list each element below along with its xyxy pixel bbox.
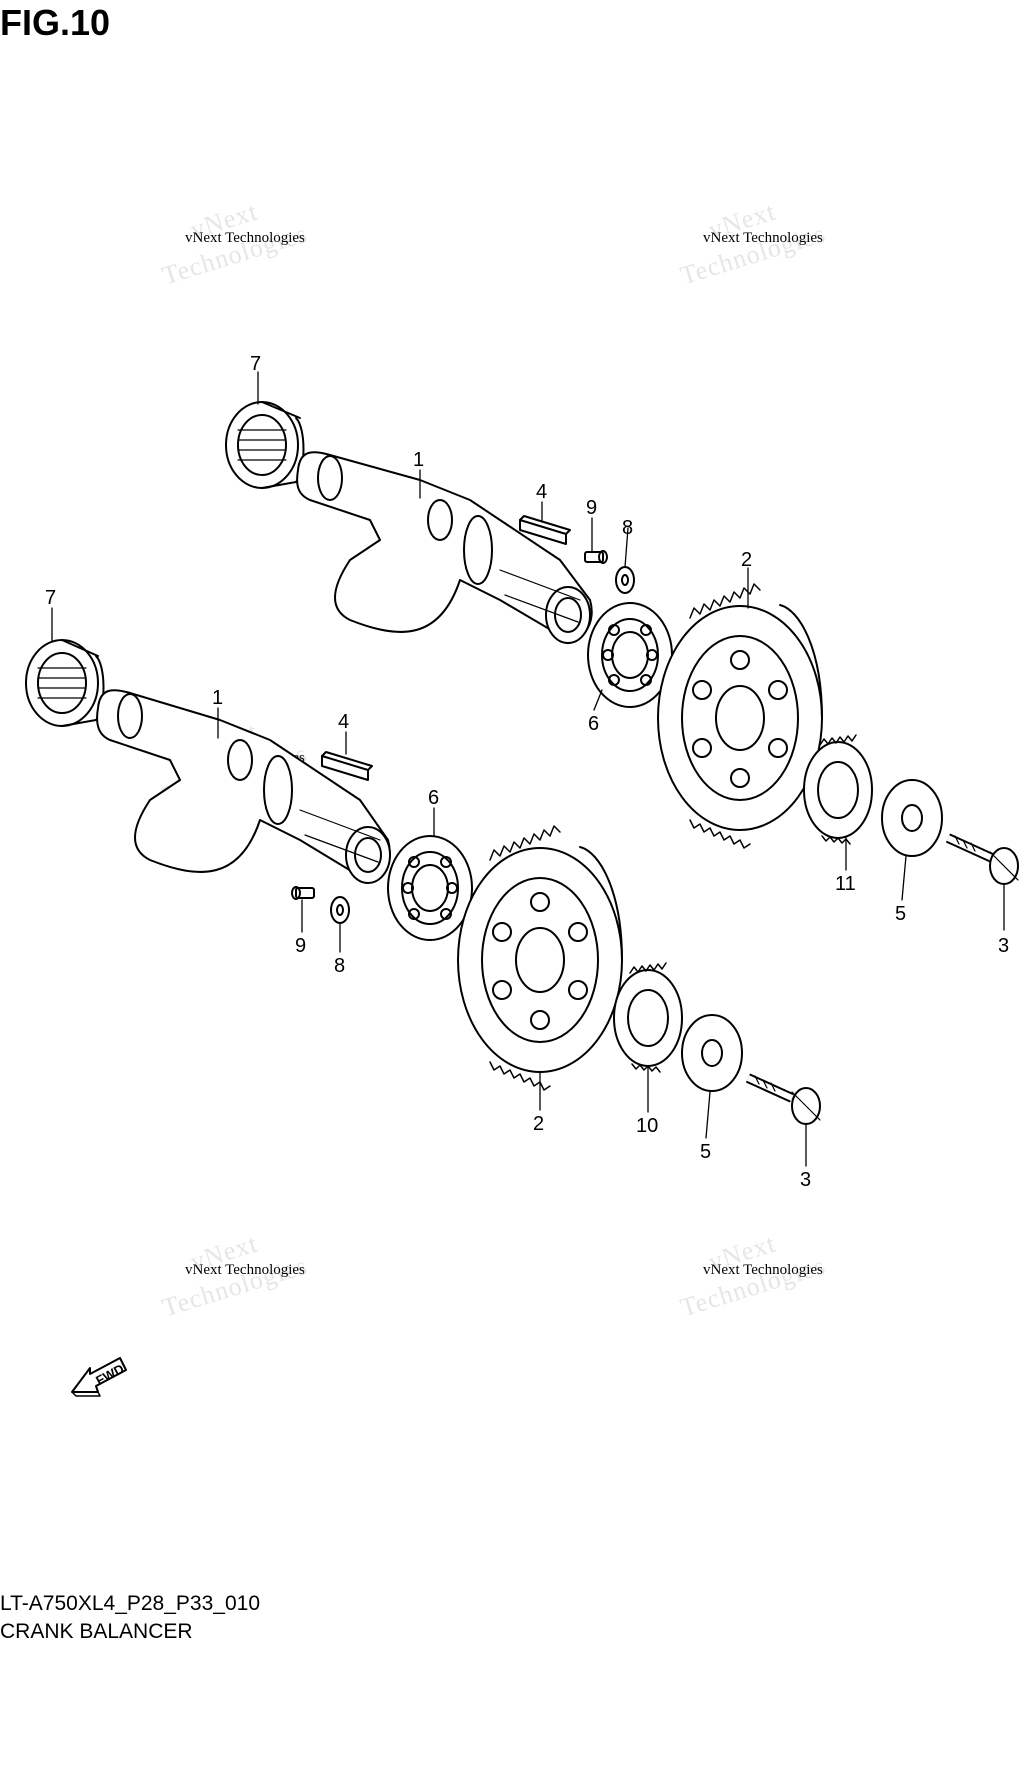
callout-1-lower: 1 [212, 687, 223, 709]
needle-bearing-upper [225, 401, 305, 489]
small-gear-10 [613, 962, 683, 1073]
balancer-shaft-lower [96, 689, 391, 884]
key-lower [321, 751, 373, 781]
callout-5-upper: 5 [895, 903, 906, 925]
callout-4-upper: 4 [536, 481, 547, 503]
lock-washer-lower [330, 896, 350, 924]
callout-1-upper: 1 [413, 449, 424, 471]
callout-6-upper: 6 [588, 713, 599, 735]
ball-bearing-lower [387, 835, 473, 941]
lock-washer-upper [615, 566, 635, 594]
diagram-subtitle: CRANK BALANCER [0, 1620, 193, 1643]
callout-8-lower: 8 [334, 955, 345, 977]
callout-3-upper: 3 [998, 935, 1009, 957]
callout-7-upper: 7 [250, 353, 261, 375]
callout-9-upper: 9 [586, 497, 597, 519]
callout-11: 11 [835, 873, 856, 895]
callout-6-lower: 6 [428, 787, 439, 809]
callout-7-lower: 7 [45, 587, 56, 609]
callout-4-lower: 4 [338, 711, 349, 733]
callout-9-lower: 9 [295, 935, 306, 957]
callout-2-lower: 2 [533, 1113, 544, 1135]
needle-bearing-lower [25, 639, 105, 727]
forward-arrow-icon: FWD [71, 1357, 127, 1397]
balancer-shaft-upper [296, 451, 593, 644]
callout-8-upper: 8 [622, 517, 633, 539]
callout-10: 10 [636, 1115, 658, 1137]
callout-5-lower: 5 [700, 1141, 711, 1163]
washer-lower [681, 1014, 743, 1092]
fwd-label: FWD [93, 1361, 126, 1388]
figure-title: FIG.10 [0, 2, 111, 43]
washer-upper [881, 779, 943, 857]
key-upper [519, 515, 571, 545]
callout-labels: 7 1 4 9 8 2 6 11 5 3 7 1 4 6 9 8 2 10 5 … [45, 353, 1009, 1191]
small-gear-11 [803, 734, 873, 845]
balancer-gear-lower [457, 825, 623, 1091]
bolt-upper [945, 833, 1019, 885]
balancer-gear-upper [657, 583, 823, 849]
leader-lines [51, 371, 1005, 1167]
callout-3-lower: 3 [800, 1169, 811, 1191]
bolt-small-upper [584, 550, 608, 564]
bolt-small-lower [291, 886, 315, 900]
bolt-lower [745, 1073, 821, 1125]
callout-2-upper: 2 [741, 549, 752, 571]
model-code: LT-A750XL4_P28_P33_010 [0, 1592, 260, 1615]
